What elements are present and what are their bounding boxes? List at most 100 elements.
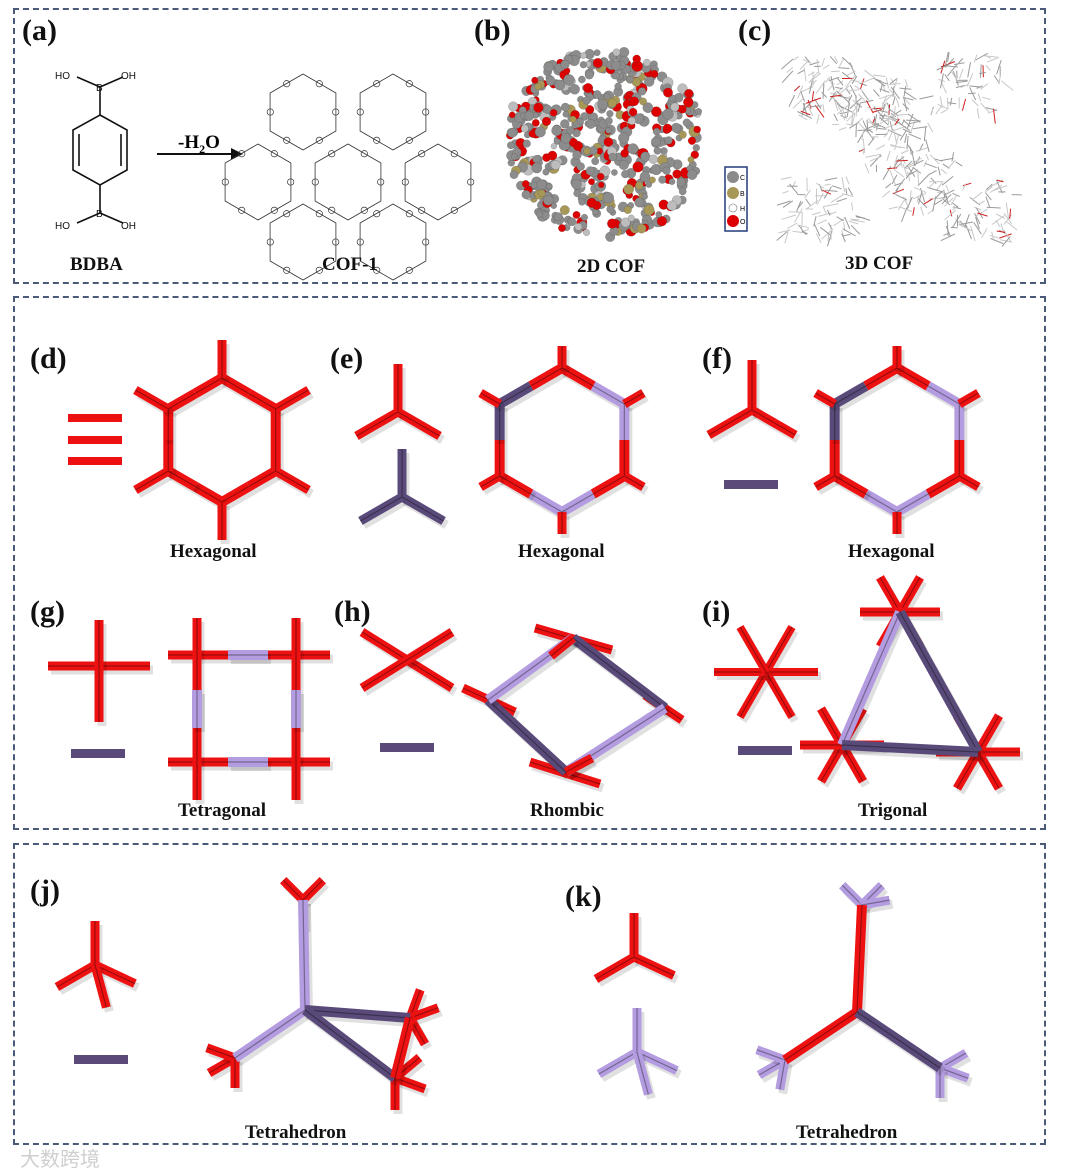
cof3d-bond-317 <box>802 58 812 64</box>
i-red-node-arm-2 <box>762 670 796 720</box>
cof3d-bond-472 <box>927 122 934 133</box>
cof3d-bond-368 <box>801 212 803 229</box>
cof3d-bond-507 <box>781 214 797 220</box>
cof2d-atom-706 <box>655 211 662 218</box>
cof2d-atom-662 <box>627 143 639 155</box>
e-purple-node-arm-2-edge <box>360 496 403 522</box>
i-tri-left-arm-4-shadow <box>820 746 849 788</box>
cof3d-bond-257 <box>802 102 808 117</box>
cof3d-bond-409 <box>955 84 966 89</box>
cof3d-bond-357 <box>901 207 908 223</box>
cof3d-bond-508 <box>824 189 838 192</box>
cof2d-atom-647 <box>561 102 570 112</box>
cof1-ring-3-2 <box>270 206 278 214</box>
cof2d-atom-810 <box>534 126 546 138</box>
cof1-ring-3-1 <box>287 178 295 186</box>
cof3d-bond-159 <box>1000 223 1004 233</box>
caption-i: Trigonal <box>858 800 928 821</box>
cof3d-bond-280 <box>885 183 892 189</box>
cof2d-atom-876 <box>543 61 554 73</box>
reaction-text: -H <box>178 132 200 153</box>
bdba-ho-top: HO <box>55 71 70 82</box>
cof3d-bond-99 <box>940 61 955 68</box>
cof3d-bond-284 <box>976 108 980 119</box>
hex-e-edge-0b-edge <box>592 385 625 405</box>
cof2d-atom-887 <box>538 189 546 197</box>
hex-e-edge-2b-edge <box>561 493 594 513</box>
cof3d-bond-484 <box>824 183 831 186</box>
cof3d-bond-92 <box>952 206 961 210</box>
cof3d-bond-184 <box>928 197 944 200</box>
cof1-ring-3-4 <box>221 178 229 186</box>
cof3d-bond-366 <box>851 75 858 85</box>
cof3d-bond-379 <box>895 178 906 192</box>
cof3d-bond-79 <box>817 219 828 225</box>
cof3d-bond-300 <box>789 183 799 195</box>
cof3d-bond-500 <box>969 87 977 101</box>
cof3d-bond-244 <box>881 93 894 104</box>
j-ct <box>298 899 310 1011</box>
cof3d-bond-265 <box>899 129 907 141</box>
i-tri-tl-edge <box>841 611 901 746</box>
cof3d-bond-203 <box>913 186 927 194</box>
k-r-arm-1-edge <box>939 1067 969 1079</box>
cof3d-bond-128 <box>842 228 856 237</box>
hex-f-edge-5b-edge <box>865 367 898 387</box>
cof3d-bond-39 <box>838 127 847 131</box>
label-h: (h) <box>334 595 371 628</box>
hex-d-stub-5 <box>133 386 171 413</box>
cof3d-bond-443 <box>891 174 898 185</box>
cof1-pore-3 <box>224 143 292 221</box>
cof3d-bond-348 <box>962 182 972 187</box>
cof1-network <box>221 73 475 281</box>
e-red-node-arm-1 <box>395 408 442 440</box>
cof3d-bond-312 <box>896 159 908 162</box>
cof2d-atom-607 <box>693 125 701 134</box>
cof3d-bond-154 <box>906 119 921 122</box>
cof2d-atom-773 <box>597 173 605 181</box>
cof3d-bond-43 <box>794 208 803 223</box>
cof3d-bond-301 <box>893 169 905 178</box>
cof3d-bond-60 <box>816 193 824 205</box>
cof3d-bond-424 <box>908 120 920 125</box>
cof3d-bond-212 <box>822 206 827 214</box>
e-red-node-arm-1-edge <box>397 411 440 437</box>
cof3d-bond-519 <box>1009 208 1012 219</box>
cof3d-bond-153 <box>873 74 886 77</box>
cof2d-atom-687 <box>632 161 644 173</box>
cof3d-bond-98 <box>935 105 943 115</box>
cof2d-atom-860 <box>509 170 519 179</box>
cof3d-bond-437 <box>842 110 848 119</box>
bdba-oh-top: OH <box>121 71 136 82</box>
cof3d-bond-392 <box>804 56 811 63</box>
cof3d-bond-515 <box>977 93 982 102</box>
hex-d-edge-3b-edge <box>168 470 196 488</box>
cof3d-bond-316 <box>828 222 833 230</box>
cof3d-bond-214 <box>782 200 794 208</box>
cof3d-bond-142 <box>807 105 814 117</box>
cof3d-bond-372 <box>920 206 924 216</box>
j-b-arm-1-edge <box>394 1077 426 1090</box>
cof3d-bond-302 <box>877 80 886 87</box>
hex-e-stub-4-shadow <box>481 476 505 495</box>
hex-f-stub-1-shadow <box>960 393 984 412</box>
cof3d-bond-267 <box>822 64 830 70</box>
hex-f-edge-5a-edge <box>834 385 867 405</box>
cof3d-bond-364 <box>933 199 943 206</box>
cof3d-bond-340 <box>845 188 848 196</box>
cof2d-atom-884 <box>650 70 659 78</box>
cof3d-bond-227 <box>978 200 985 205</box>
cof3d-bond-71 <box>885 118 894 122</box>
cof3d-bond-55 <box>951 152 955 162</box>
j-t-arm-0 <box>280 877 307 904</box>
hex-e-edge-3a <box>528 489 565 517</box>
cof3d-bond-281 <box>959 68 964 79</box>
k-l-arm-1-edge <box>756 1049 786 1061</box>
cof3d-bond-434 <box>833 97 839 111</box>
cof1-ring-0-3 <box>283 136 291 144</box>
cof3d-bond-123 <box>838 58 844 67</box>
cof1-ring-3-3 <box>238 206 246 214</box>
cof3d-bond-187 <box>971 99 979 107</box>
h-rh-tl-stub <box>548 634 576 660</box>
cof3d-bond-174 <box>781 70 794 84</box>
